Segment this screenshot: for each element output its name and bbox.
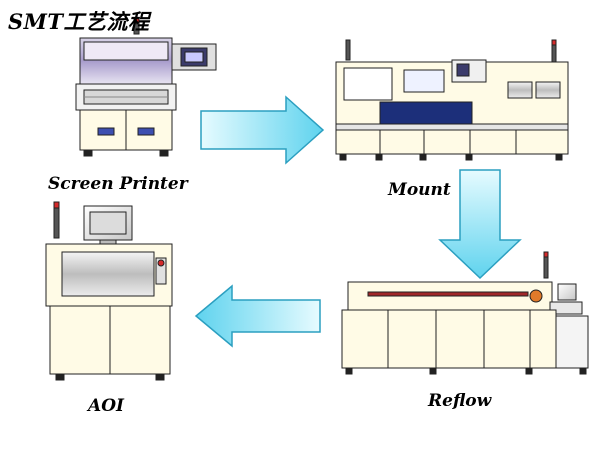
aoi-machine xyxy=(45,201,173,381)
stage-label-aoi: AOI xyxy=(88,396,124,416)
stage-label-mount: Mount xyxy=(388,180,451,200)
flow-arrow-down xyxy=(438,169,522,280)
mount-machine xyxy=(335,39,569,161)
stage-label-reflow: Reflow xyxy=(428,391,492,411)
stage-label-screen-printer: Screen Printer xyxy=(48,174,188,194)
flow-arrow-right xyxy=(200,95,325,165)
page-title: SMT工艺流程 xyxy=(8,9,150,34)
reflow-oven xyxy=(341,251,589,375)
flow-arrow-left xyxy=(194,284,321,348)
screen-printer-machine xyxy=(75,17,217,157)
